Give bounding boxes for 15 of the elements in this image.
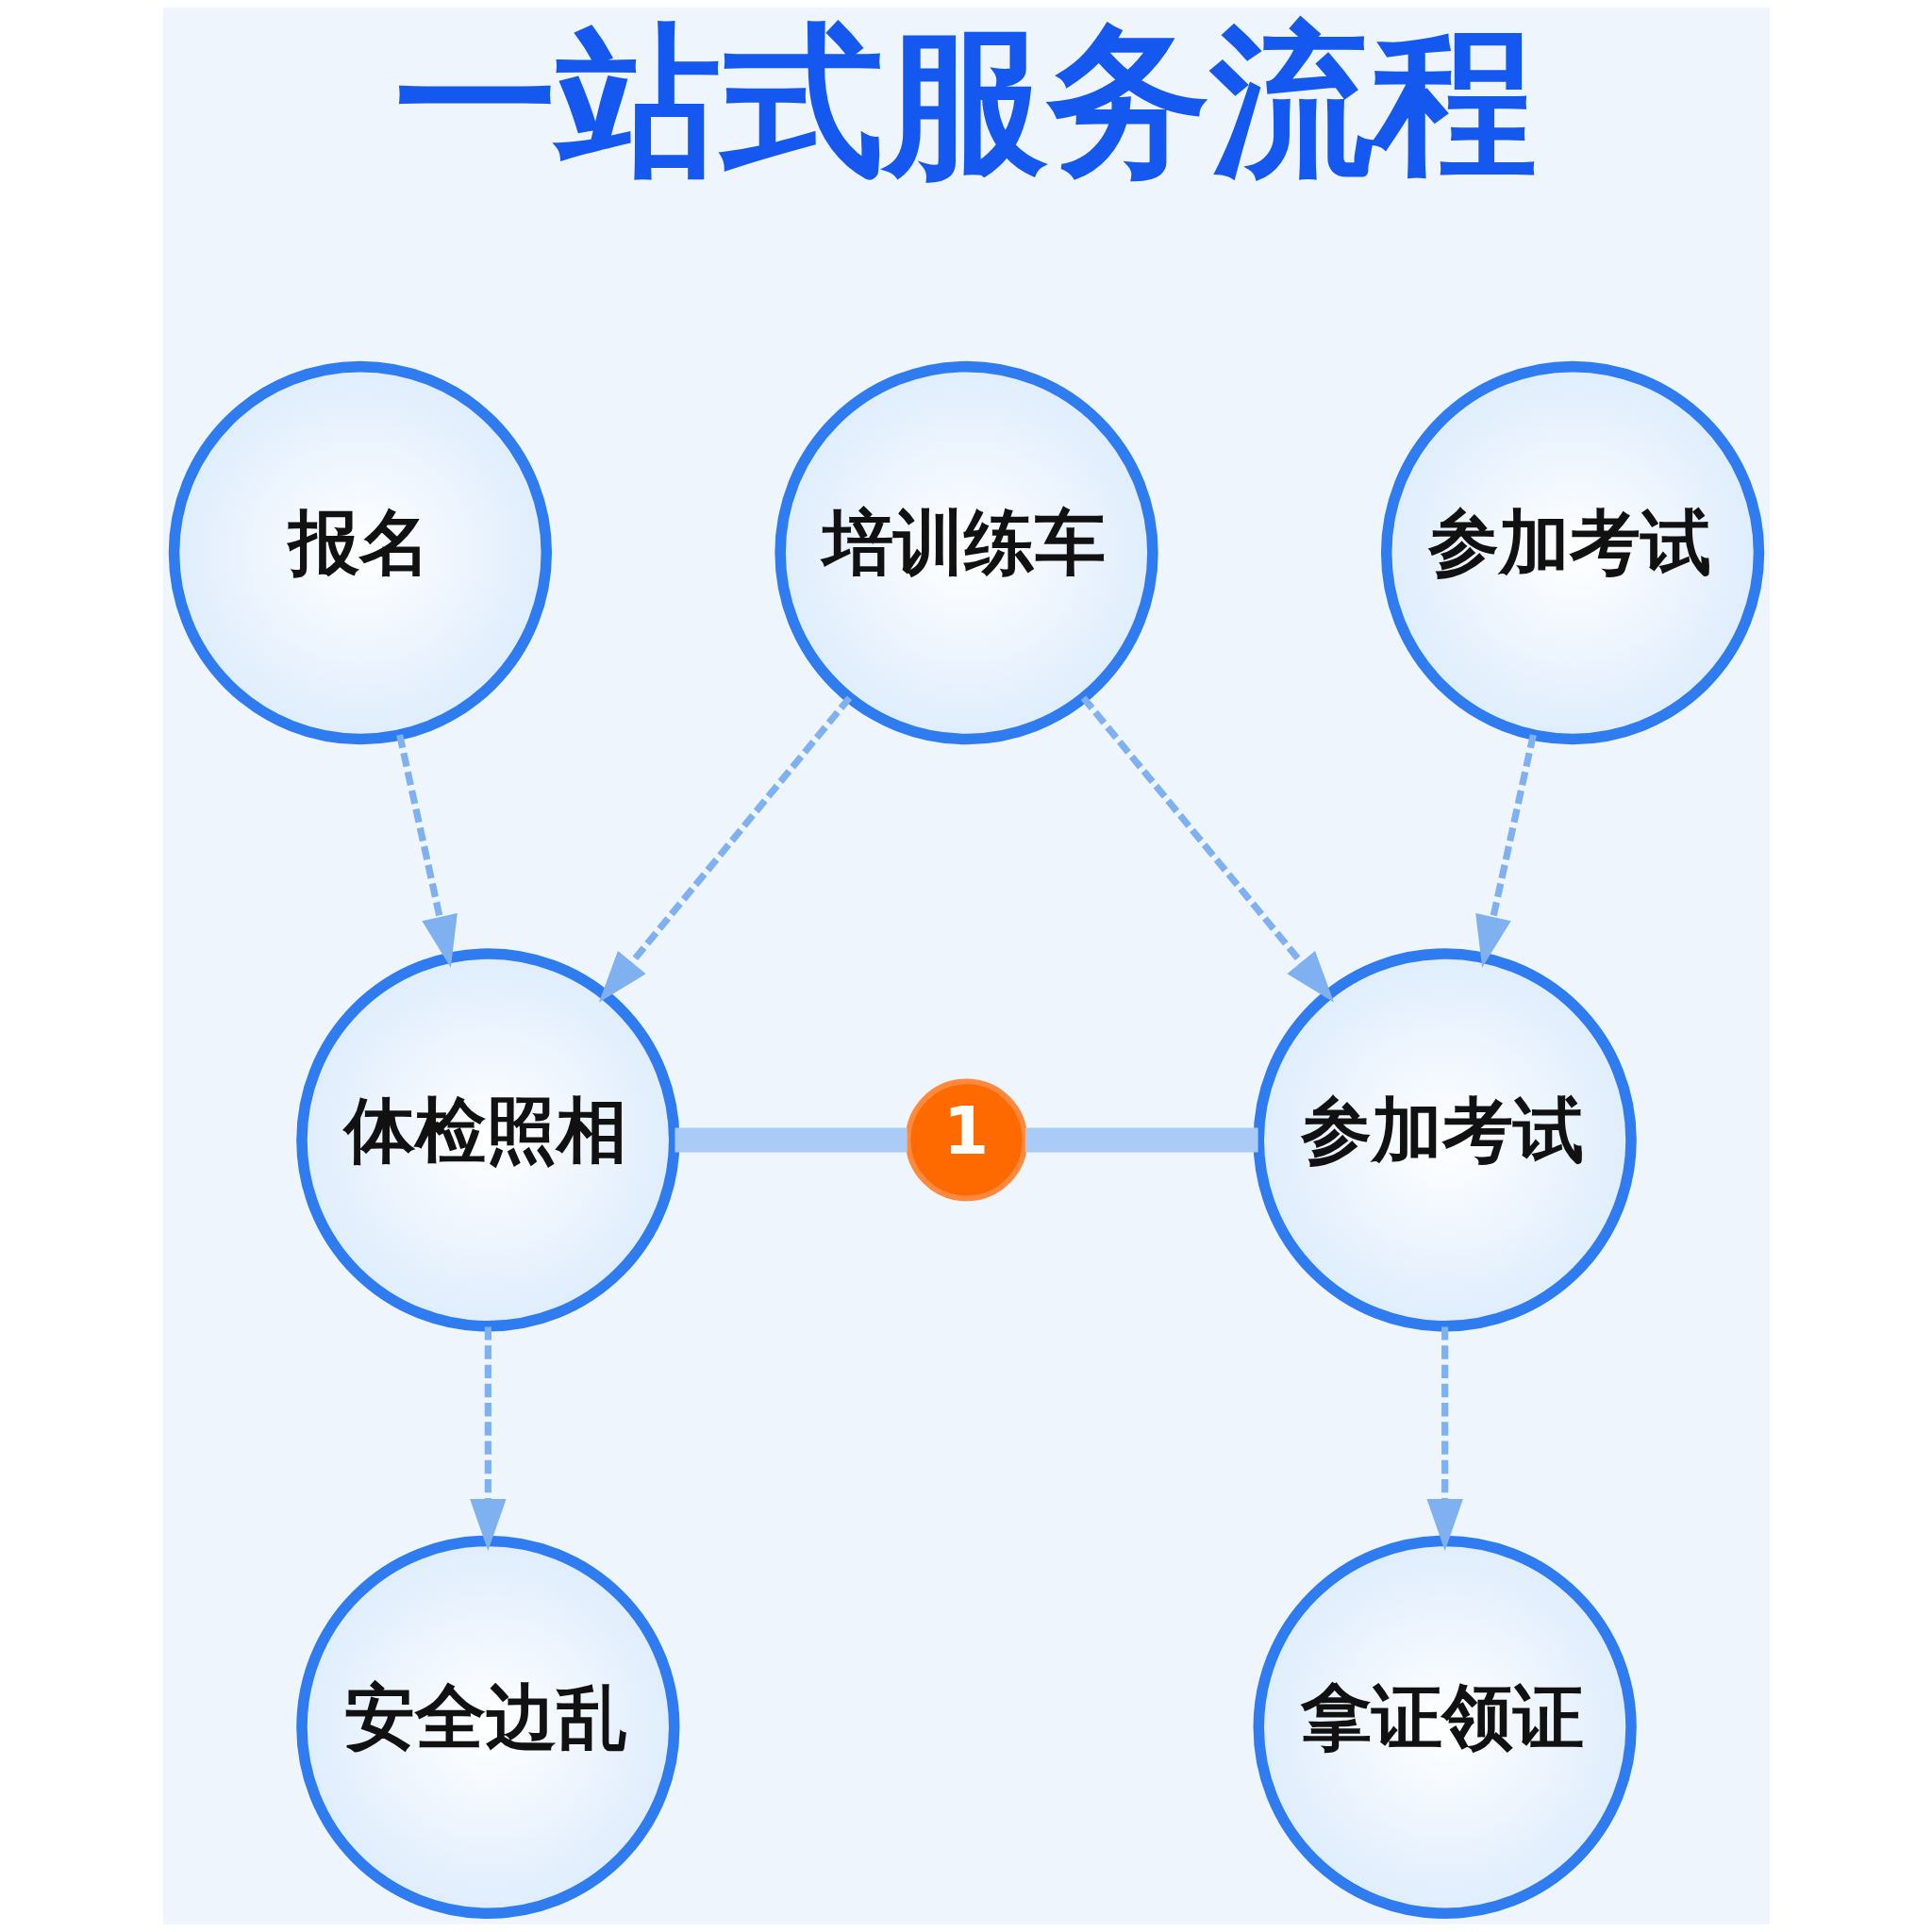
node-circle: 培训练车	[774, 360, 1158, 745]
node-circle: 拿证领证	[1253, 1535, 1637, 1919]
arrow	[598, 695, 852, 1003]
node-circle: 1	[905, 1078, 1027, 1202]
connector	[1024, 1127, 1258, 1153]
arrow	[469, 1326, 507, 1551]
arrow	[1474, 734, 1537, 968]
arrow	[1425, 1326, 1463, 1551]
arrow	[1080, 695, 1334, 1003]
node-circle: 安全边乱	[295, 1535, 679, 1919]
arrow	[395, 734, 458, 968]
connector	[674, 1127, 908, 1153]
node-circle: 参加考试	[1380, 360, 1764, 745]
diagram-title: 一站式服务流程	[393, 6, 1537, 196]
node-circle: 报名	[168, 360, 552, 745]
